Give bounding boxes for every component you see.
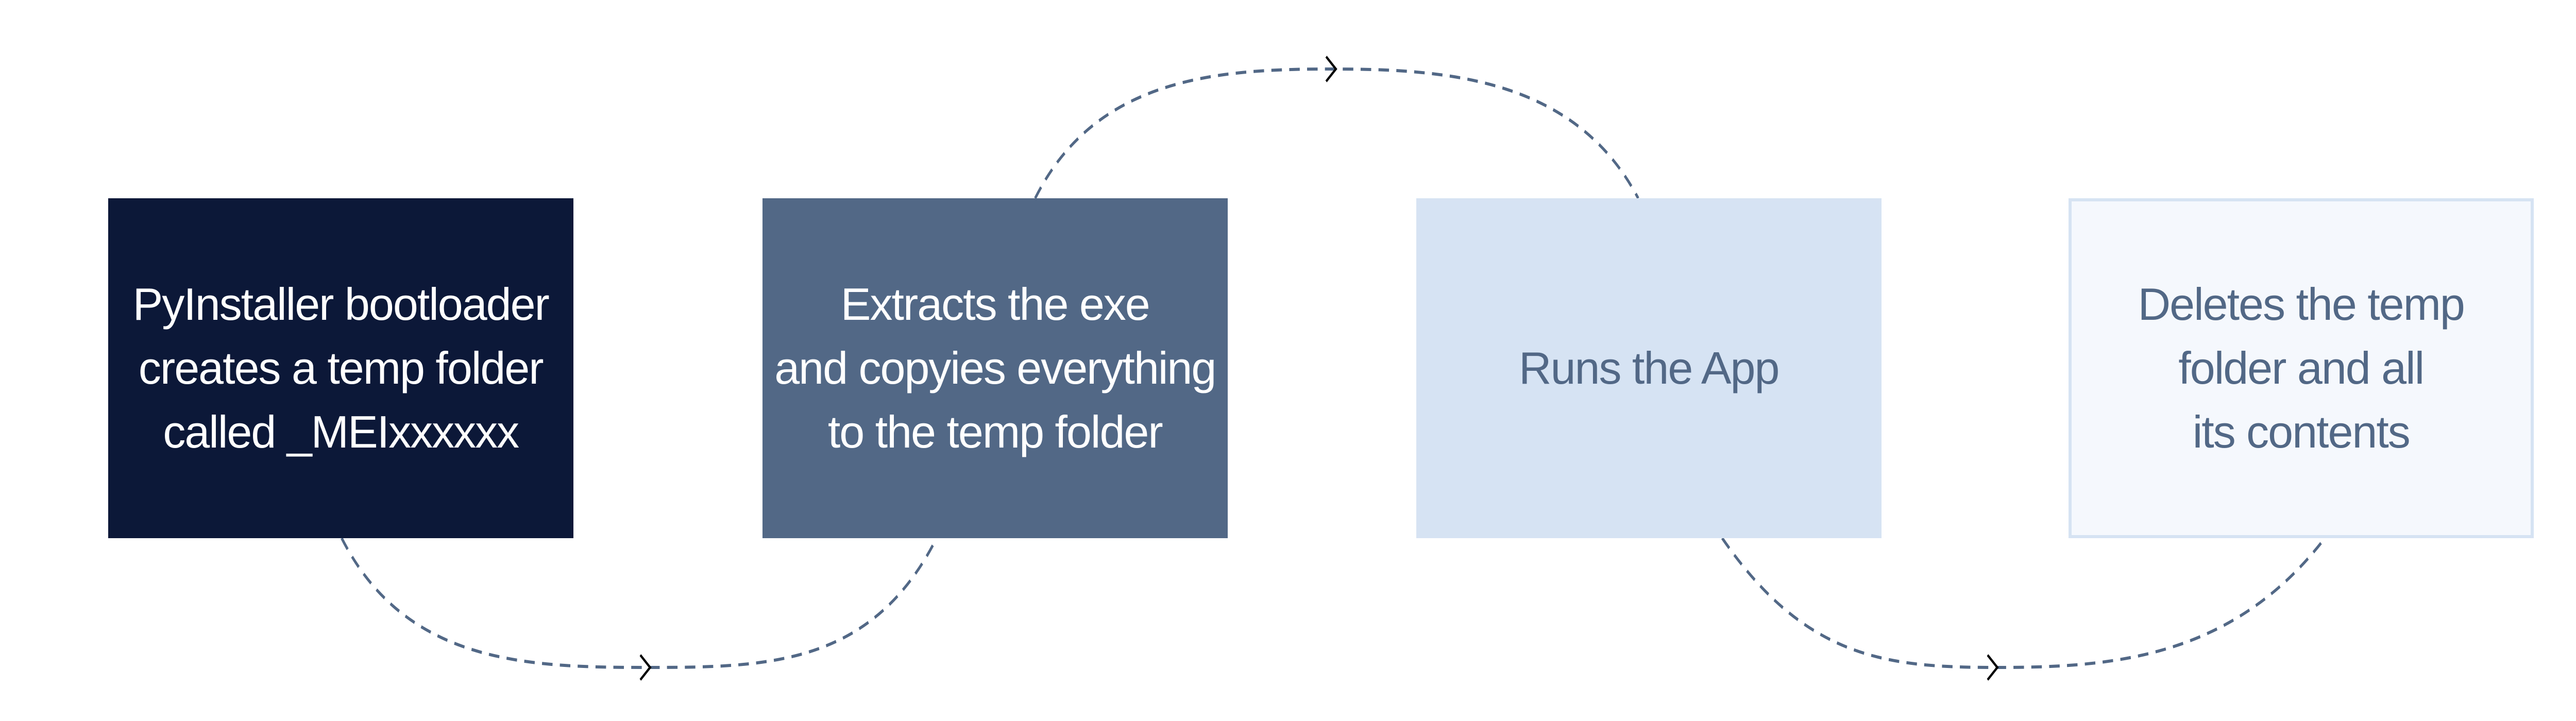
step-3-label: Runs the App	[1519, 342, 1780, 393]
connector-step2-to-step3	[1034, 67, 1639, 199]
step-4-delete-temp-folder: Deletes the temp folder and all its cont…	[2069, 198, 2534, 538]
step-1-create-temp-folder: PyInstaller bootloader creates a temp fo…	[108, 198, 573, 538]
step-2-extract-exe: Extracts the exe and copyies everything …	[762, 198, 1228, 538]
step-3-run-app: Runs the App	[1416, 198, 1882, 538]
step-1-label: PyInstaller bootloader creates a temp fo…	[132, 279, 550, 457]
connector-step1-to-step2	[341, 537, 938, 670]
chevron-right-icon	[1325, 56, 1337, 82]
step-4-label: Deletes the temp folder and all its cont…	[2138, 279, 2465, 457]
chevron-right-icon	[639, 654, 652, 681]
step-2-label: Extracts the exe and copyies everything …	[774, 279, 1216, 457]
chevron-right-icon	[1987, 654, 1999, 681]
connector-step3-to-step4	[1721, 537, 2326, 670]
